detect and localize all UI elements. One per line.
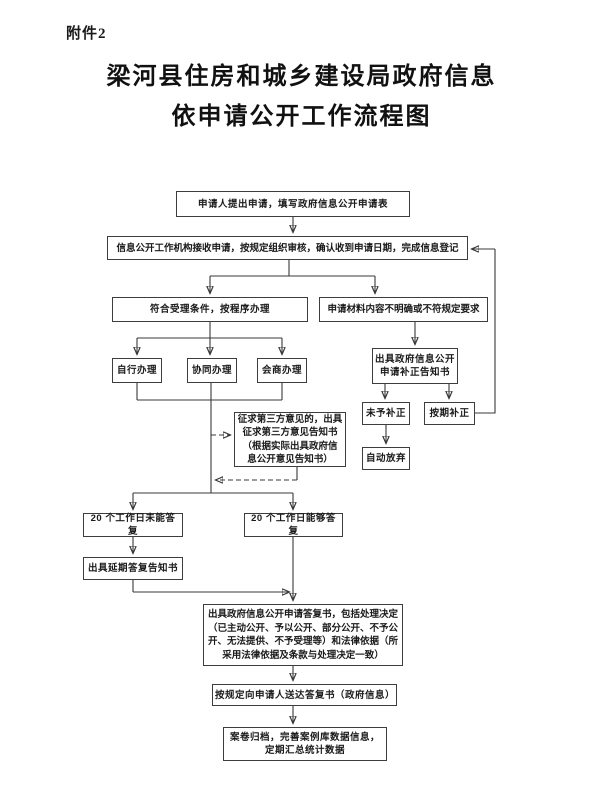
flow-node-corrected-on-time: 按期补正 — [424, 402, 475, 425]
document-title-line2: 依申请公开工作流程图 — [171, 104, 432, 130]
flow-node-overdue: 20 个工作日未能答复 — [83, 513, 183, 537]
flow-node-auto-abandon: 自动放弃 — [362, 447, 410, 470]
flow-node-consult-handle: 会商办理 — [257, 358, 307, 383]
flow-node-delay-notice: 出具延期答复告知书 — [83, 557, 183, 580]
flow-node-not-corrected: 未予补正 — [362, 402, 410, 425]
flow-node-archive: 案卷归档，完善案例库数据信息， 定期汇总统计数据 — [223, 727, 387, 761]
flow-node-third-party: 征求第三方意见的，出具 征求第三方意见告知书 （根据实际出具政府信 息公开意见告… — [234, 412, 346, 467]
flow-node-deliver: 按规定向申请人送达答复书（政府信息） — [212, 684, 397, 706]
flow-node-self-handle: 自行办理 — [112, 358, 162, 383]
edge-qualified-split — [137, 322, 282, 339]
flow-node-supplement-notice: 出具政府信息公开 申请补正告知书 — [372, 348, 458, 384]
attachment-label: 附件2 — [66, 26, 107, 42]
document-title-line1: 梁河县住房和城乡建设局政府信息 — [106, 64, 497, 90]
edge-handle-merge — [136, 383, 283, 401]
edge-corrected-loop — [475, 249, 496, 414]
flow-node-joint-handle: 协同办理 — [187, 358, 237, 383]
flow-node-within-time: 20 个工作日能够答复 — [244, 513, 343, 537]
flow-node-receive: 信息公开工作机构接收申请，按规定组织审核，确认收到申请日期，完成信息登记 — [107, 236, 468, 260]
edge-receive-split — [210, 260, 375, 277]
flow-node-unclear: 申请材料内容不明确或不符规定要求 — [319, 297, 488, 322]
flow-node-apply: 申请人提出申请，填写政府信息公开申请表 — [176, 191, 410, 217]
flow-node-qualified: 符合受理条件，按程序办理 — [112, 297, 308, 322]
flow-node-reply-decision: 出具政府信息公开申请答复书，包括处理决定 （已主动公开、予以公开、部分公开、不予… — [203, 604, 403, 666]
